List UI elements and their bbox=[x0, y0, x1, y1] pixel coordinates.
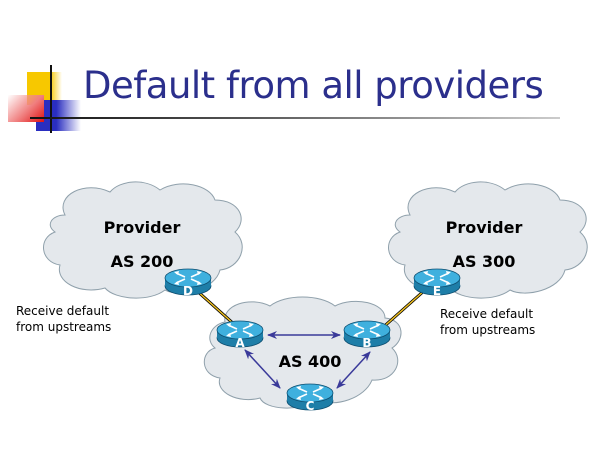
router-d[interactable]: D bbox=[164, 268, 212, 298]
cloud-as300-title: Provider bbox=[446, 218, 523, 237]
slide-title: Default from all providers bbox=[83, 64, 544, 107]
cloud-as200-title: Provider bbox=[104, 218, 181, 237]
note-left-line2: from upstreams bbox=[16, 320, 112, 334]
router-e[interactable]: E bbox=[413, 268, 461, 298]
cloud-as200-label: AS 200 bbox=[111, 252, 174, 271]
link-d-a bbox=[194, 288, 237, 327]
router-c-label: C bbox=[306, 399, 315, 413]
note-left: Receive default from upstreams bbox=[16, 303, 111, 335]
router-a-label: A bbox=[235, 336, 245, 350]
router-b[interactable]: B bbox=[343, 320, 391, 350]
note-left-line1: Receive default bbox=[16, 304, 110, 318]
link-e-b bbox=[379, 288, 426, 332]
note-right: Receive default from upstreams bbox=[440, 306, 535, 338]
decor-vertical-line bbox=[50, 65, 52, 133]
title-underline bbox=[30, 117, 560, 119]
router-a[interactable]: A bbox=[216, 320, 264, 350]
router-b-label: B bbox=[362, 336, 371, 350]
note-right-line2: from upstreams bbox=[440, 323, 536, 337]
router-d-label: D bbox=[183, 284, 193, 298]
cloud-as300-label: AS 300 bbox=[453, 252, 516, 271]
router-e-label: E bbox=[433, 284, 441, 298]
router-c[interactable]: C bbox=[286, 383, 334, 413]
cloud-as400-label: AS 400 bbox=[279, 352, 342, 371]
cloud-as200 bbox=[43, 181, 243, 299]
note-right-line1: Receive default bbox=[440, 307, 534, 321]
arrow-b-c bbox=[336, 351, 371, 389]
arrow-a-c bbox=[244, 349, 281, 389]
